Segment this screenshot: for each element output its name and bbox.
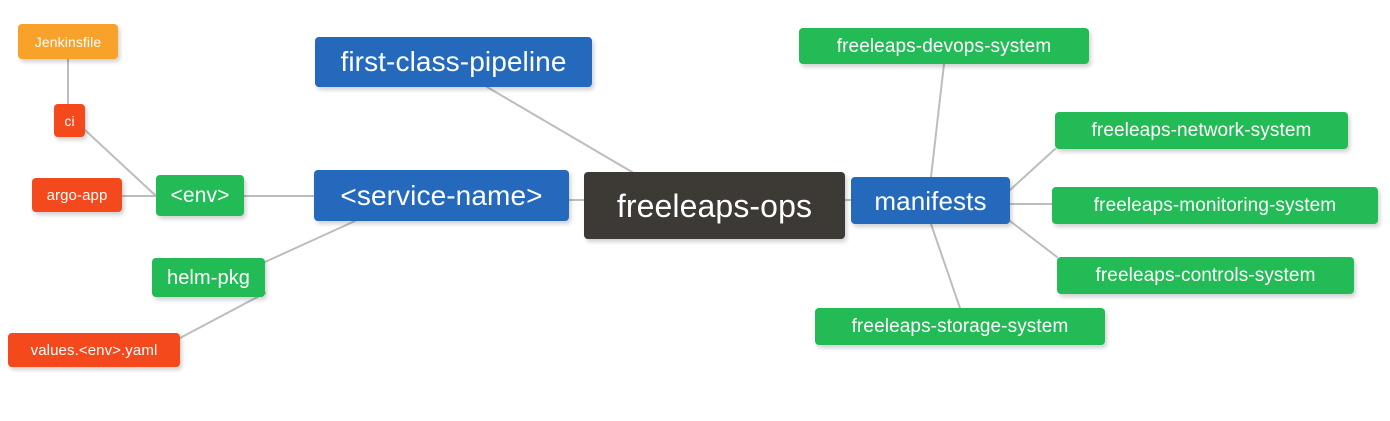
mindmap-node-values-yaml[interactable]: values.<env>.yaml bbox=[8, 333, 180, 367]
mindmap-node-label: Jenkinsfile bbox=[34, 33, 102, 50]
mindmap-edge bbox=[179, 292, 266, 339]
mindmap-node-label: freeleaps-monitoring-system bbox=[1093, 195, 1337, 216]
mindmap-node-freeleaps-controls-system[interactable]: freeleaps-controls-system bbox=[1057, 257, 1354, 294]
mindmap-node-label: manifests bbox=[874, 185, 987, 216]
mindmap-node-first-class-pipeline[interactable]: first-class-pipeline bbox=[315, 37, 592, 87]
mindmap-node-freeleaps-storage-system[interactable]: freeleaps-storage-system bbox=[815, 308, 1105, 345]
mindmap-node-label: <env> bbox=[170, 184, 230, 207]
mindmap-node-ci[interactable]: ci bbox=[54, 104, 85, 137]
mindmap-node-helm-pkg[interactable]: helm-pkg bbox=[152, 258, 265, 297]
mindmap-edge bbox=[930, 63, 945, 178]
mindmap-node-label: helm-pkg bbox=[166, 266, 251, 289]
mindmap-edge bbox=[486, 86, 633, 173]
mindmap-node-label: argo-app bbox=[46, 186, 108, 204]
mindmap-node-freeleaps-devops-system[interactable]: freeleaps-devops-system bbox=[799, 28, 1089, 64]
mindmap-edge bbox=[1009, 220, 1058, 258]
mindmap-node-freeleaps-ops[interactable]: freeleaps-ops bbox=[584, 172, 845, 239]
mindmap-node-manifests[interactable]: manifests bbox=[851, 177, 1010, 224]
mindmap-node-label: ci bbox=[64, 112, 75, 129]
mindmap-node-argo-app[interactable]: argo-app bbox=[32, 178, 122, 212]
mindmap-node-label: <service-name> bbox=[340, 179, 543, 211]
mindmap-node-service-name[interactable]: <service-name> bbox=[314, 170, 569, 221]
mindmap-edge bbox=[84, 129, 157, 197]
mindmap-node-label: freeleaps-ops bbox=[616, 187, 813, 224]
mindmap-node-label: freeleaps-devops-system bbox=[836, 35, 1052, 57]
mindmap-node-env[interactable]: <env> bbox=[156, 175, 244, 216]
mindmap-node-label: freeleaps-controls-system bbox=[1095, 265, 1316, 286]
mindmap-node-label: freeleaps-network-system bbox=[1091, 120, 1312, 141]
mindmap-node-label: freeleaps-storage-system bbox=[851, 316, 1069, 337]
mindmap-edge bbox=[264, 220, 356, 263]
mindmap-node-label: values.<env>.yaml bbox=[30, 341, 158, 359]
mindmap-node-freeleaps-monitoring-system[interactable]: freeleaps-monitoring-system bbox=[1052, 187, 1378, 224]
mindmap-node-label: first-class-pipeline bbox=[340, 46, 567, 77]
mindmap-edge bbox=[930, 223, 961, 309]
mindmap-edge bbox=[1009, 148, 1056, 191]
mindmap-node-freeleaps-network-system[interactable]: freeleaps-network-system bbox=[1055, 112, 1348, 149]
mindmap-node-jenkinsfile[interactable]: Jenkinsfile bbox=[18, 24, 118, 59]
